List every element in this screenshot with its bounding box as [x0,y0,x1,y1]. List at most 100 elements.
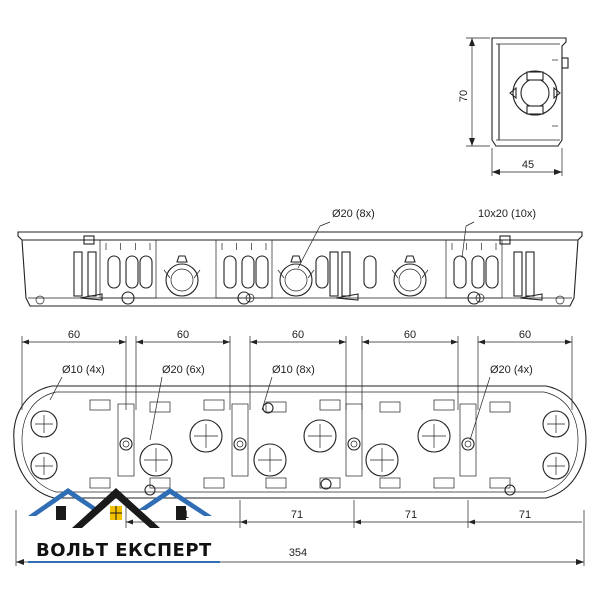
slot-group [99,239,157,299]
bottom-hole [237,291,251,305]
spacing-label: 60 [177,329,189,341]
volt-expert-logo: ВОЛЬТ ЕКСПЕРТ [28,488,220,564]
hole-label-1: Ø10 (4x) [62,364,105,376]
knockout-20 [189,419,223,453]
knockout-10 [30,452,58,480]
clip [265,477,287,489]
clip [489,401,511,413]
pitch-label: 71 [405,509,417,521]
front-round-knockouts [163,255,429,297]
roof-icon [28,488,100,516]
clip [265,401,287,413]
slot [125,255,139,289]
callout-hole-large: Ø20 (8x) [332,208,375,220]
knockout-20 [417,419,451,453]
clip [489,477,511,489]
small-hole [262,402,274,414]
screw-hole [347,437,361,451]
knockout-10 [542,452,570,480]
clip [433,477,455,489]
screw-hole [233,437,247,451]
slot [255,255,269,289]
separator [345,403,363,477]
clip [379,401,401,413]
separator [459,403,477,477]
pitch-label: 71 [291,509,303,521]
box-outline [13,385,587,499]
slot [139,255,153,289]
bottom-hole [35,295,45,305]
bottom-hole [245,293,255,303]
spacing-label: 60 [292,329,304,341]
slot [315,255,329,289]
hole-label-4: Ø20 (4x) [490,364,533,376]
bottom-hole [555,295,565,305]
pitch-label: 71 [519,509,531,521]
knockout-10 [30,410,58,438]
knockout-20 [253,443,287,477]
clip [149,401,171,413]
clip [149,477,171,489]
overall-length-label: 354 [289,547,307,559]
spacing-label: 60 [68,329,80,341]
round-knockout [393,263,427,297]
separator [117,403,135,477]
slot [453,255,467,289]
slot [485,255,499,289]
bottom-hole [475,293,485,303]
knockout-20 [365,443,399,477]
clip [89,477,111,489]
slot [223,255,237,289]
pitch-dimensions: 71717171 [125,500,582,528]
front-bottom-holes [35,293,565,305]
knockout-20 [303,419,337,453]
clip [203,477,225,489]
front-latches [73,235,543,301]
slot [241,255,255,289]
top-outline [13,385,587,499]
front-view: Ø20 (8x) 10x20 (10x) [17,208,583,307]
screw-hole [119,437,133,451]
clip [379,477,401,489]
slot [363,255,377,289]
side-depth-label: 45 [522,159,534,171]
roof-icon [138,488,212,516]
spacing-label: 60 [519,329,531,341]
spacing-label: 60 [404,329,416,341]
clip [203,399,225,411]
small-hole [504,484,516,496]
separator [231,403,249,477]
small-hole [144,484,156,496]
screw-hole [461,437,475,451]
clip [89,399,111,411]
roof-icon [72,488,160,528]
latch [87,251,97,297]
side-view: 70 45 [458,37,569,176]
callout-slot: 10x20 (10x) [478,208,536,220]
small-hole [320,478,332,490]
round-knockout [279,263,313,297]
slot [471,255,485,289]
hole-label-3: Ø10 (8x) [272,364,315,376]
latch [341,251,351,297]
latch [73,251,83,297]
clip [433,399,455,411]
knockout-20 [139,443,173,477]
latch [329,251,339,297]
clip [319,399,341,411]
hole-label-2: Ø20 (6x) [162,364,205,376]
slot-group [215,239,273,299]
logo-text: ВОЛЬТ ЕКСПЕРТ [36,540,212,561]
clip [319,477,341,489]
round-knockout [165,263,199,297]
side-height-label: 70 [458,90,470,102]
bottom-hole [121,291,135,305]
front-slot-groups [99,239,503,305]
knockout-10 [542,410,570,438]
slot-group [445,239,503,299]
bottom-hole [467,291,481,305]
slot [107,255,121,289]
latch [525,251,535,297]
